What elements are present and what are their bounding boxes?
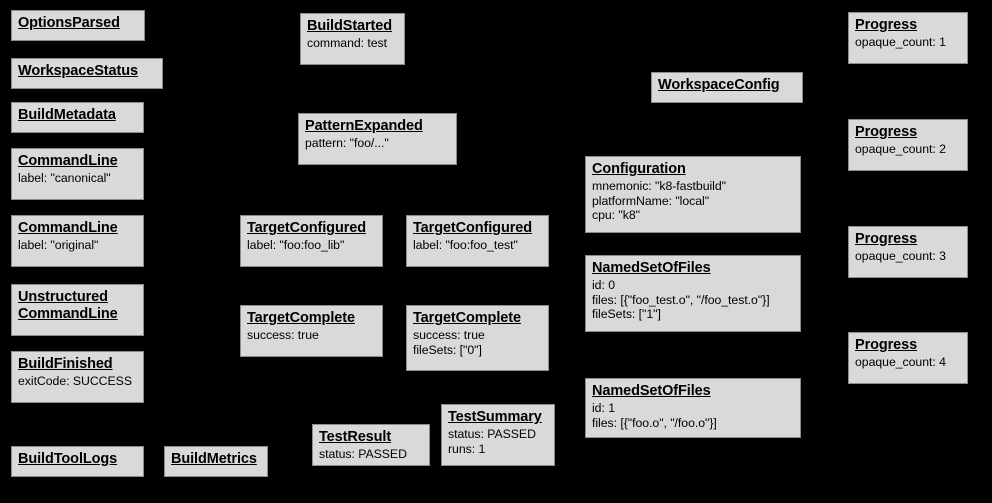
node-build-metadata[interactable]: BuildMetadata (11, 102, 144, 133)
node-title: NamedSetOfFiles (592, 260, 711, 276)
node-field: opaque_count: 3 (855, 249, 946, 264)
node-title: WorkspaceConfig (658, 77, 780, 93)
node-field: id: 0 (592, 278, 615, 293)
node-title: BuildToolLogs (18, 451, 118, 467)
node-command-line-original[interactable]: CommandLine label: "original" (11, 215, 144, 267)
node-options-parsed[interactable]: OptionsParsed (11, 10, 145, 41)
node-build-tool-logs[interactable]: BuildToolLogs (11, 446, 144, 477)
node-command-line-canonical[interactable]: CommandLine label: "canonical" (11, 148, 144, 200)
node-title: NamedSetOfFiles (592, 383, 711, 399)
node-field: label: "canonical" (18, 171, 111, 186)
node-title: TargetConfigured (247, 220, 366, 236)
node-fields: label: "original" (18, 238, 137, 253)
node-field: pattern: "foo/..." (305, 136, 389, 151)
node-field: label: "foo:foo_test" (413, 238, 518, 253)
node-title: OptionsParsed (18, 15, 120, 31)
node-fields: label: "foo:foo_lib" (247, 238, 376, 253)
node-unstructured-command-line[interactable]: Unstructured CommandLine (11, 284, 144, 336)
node-field: status: PASSED (448, 427, 536, 442)
node-workspace-status[interactable]: WorkspaceStatus (11, 58, 163, 89)
node-title: TestSummary (448, 409, 542, 425)
node-title: TestResult (319, 429, 392, 445)
node-title: Progress (855, 17, 918, 33)
node-field: command: test (307, 36, 387, 51)
node-fields: opaque_count: 3 (855, 249, 961, 264)
node-field: label: "original" (18, 238, 99, 253)
node-title: Progress (855, 124, 918, 140)
node-configuration[interactable]: Configuration mnemonic: "k8-fastbuild"pla… (585, 156, 801, 233)
node-field: opaque_count: 1 (855, 35, 946, 50)
node-title: Unstructured CommandLine (18, 289, 118, 323)
node-target-complete-lib[interactable]: TargetComplete success: true (240, 305, 383, 357)
node-target-configured-test[interactable]: TargetConfigured label: "foo:foo_test" (406, 215, 549, 267)
node-title: BuildFinished (18, 356, 113, 372)
node-fields: opaque_count: 4 (855, 355, 961, 370)
node-field: exitCode: SUCCESS (18, 374, 132, 389)
node-fields: pattern: "foo/..." (305, 136, 450, 151)
node-title: BuildMetadata (18, 107, 116, 123)
node-title: TargetComplete (247, 310, 355, 326)
node-title: TargetConfigured (413, 220, 532, 236)
node-field: mnemonic: "k8-fastbuild" (592, 179, 726, 194)
node-field: files: [{"foo_test.o", "/foo_test.o"}] (592, 292, 770, 307)
node-title: BuildStarted (307, 18, 393, 34)
node-field: fileSets: ["0"] (413, 342, 482, 357)
node-field: label: "foo:foo_lib" (247, 238, 345, 253)
node-fields: mnemonic: "k8-fastbuild"platformName: "l… (592, 179, 794, 223)
node-field: cpu: "k8" (592, 208, 640, 223)
node-field: runs: 1 (448, 441, 486, 456)
node-pattern-expanded[interactable]: PatternExpanded pattern: "foo/..." (298, 113, 457, 165)
node-title: Progress (855, 231, 918, 247)
node-title: TargetComplete (413, 310, 521, 326)
node-progress-3[interactable]: Progress opaque_count: 3 (848, 226, 968, 278)
node-progress-1[interactable]: Progress opaque_count: 1 (848, 12, 968, 64)
node-workspace-config[interactable]: WorkspaceConfig (651, 72, 803, 103)
node-progress-4[interactable]: Progress opaque_count: 4 (848, 332, 968, 384)
node-field: files: [{"foo.o", "/foo.o"}] (592, 415, 717, 430)
node-title: BuildMetrics (171, 451, 257, 467)
node-field: success: true (247, 328, 319, 343)
node-title: WorkspaceStatus (18, 63, 138, 79)
node-title: PatternExpanded (305, 118, 423, 134)
node-field: platformName: "local" (592, 193, 710, 208)
node-test-result[interactable]: TestResult status: PASSED (312, 424, 430, 466)
node-fields: opaque_count: 1 (855, 35, 961, 50)
node-progress-2[interactable]: Progress opaque_count: 2 (848, 119, 968, 171)
node-title: CommandLine (18, 153, 118, 169)
node-title: Progress (855, 337, 918, 353)
node-field: opaque_count: 4 (855, 355, 946, 370)
node-fields: opaque_count: 2 (855, 142, 961, 157)
node-fields: label: "foo:foo_test" (413, 238, 542, 253)
node-fields: status: PASSED (319, 447, 423, 462)
node-target-configured-lib[interactable]: TargetConfigured label: "foo:foo_lib" (240, 215, 383, 267)
node-field: opaque_count: 2 (855, 142, 946, 157)
node-build-metrics[interactable]: BuildMetrics (164, 446, 268, 477)
node-title: Configuration (592, 161, 686, 177)
node-build-started[interactable]: BuildStarted command: test (300, 13, 405, 65)
node-fields: label: "canonical" (18, 171, 137, 186)
node-field: status: PASSED (319, 447, 407, 462)
node-fields: command: test (307, 36, 398, 51)
node-field: success: true (413, 328, 485, 343)
node-build-finished[interactable]: BuildFinished exitCode: SUCCESS (11, 351, 144, 403)
node-title: CommandLine (18, 220, 118, 236)
node-field: fileSets: ["1"] (592, 307, 661, 322)
node-fields: exitCode: SUCCESS (18, 374, 137, 389)
node-fields: success: true (247, 328, 376, 343)
node-field: id: 1 (592, 401, 615, 416)
